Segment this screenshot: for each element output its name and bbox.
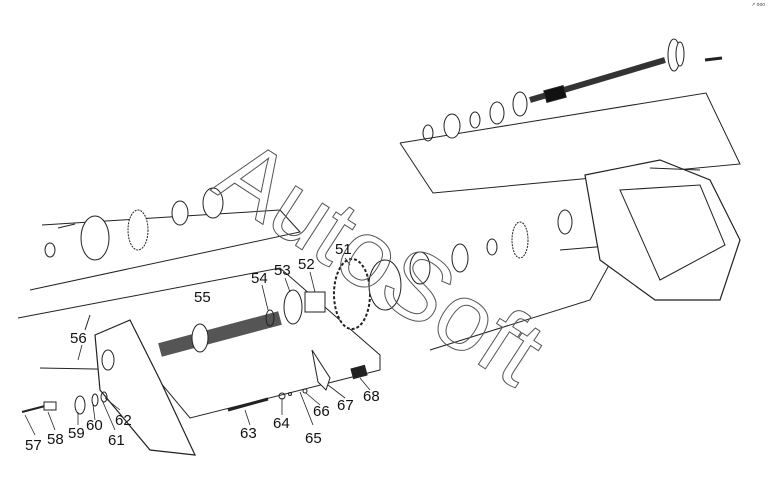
ring-54 <box>265 309 275 327</box>
upper-group-outline <box>399 92 741 194</box>
callout-58: 58 <box>47 431 64 448</box>
corner-mark: ↗ ooo <box>751 2 765 8</box>
bearing-53 <box>283 289 303 325</box>
callout-51: 51 <box>335 241 352 258</box>
transfer-case-housing <box>584 159 741 301</box>
callout-56: 56 <box>70 330 87 347</box>
housing-link-line <box>429 244 621 351</box>
cover-housing <box>94 319 196 456</box>
callout-53: 53 <box>274 262 291 279</box>
callout-66: 66 <box>313 403 330 420</box>
callout-65: 65 <box>305 430 322 447</box>
callout-67: 67 <box>337 397 354 414</box>
gear-51 <box>333 258 402 330</box>
left-gear-group <box>44 187 224 261</box>
callout-52: 52 <box>298 256 315 273</box>
small-parts <box>21 314 368 415</box>
callout-55: 55 <box>194 289 211 306</box>
callout-60: 60 <box>86 417 103 434</box>
callout-62: 62 <box>115 412 132 429</box>
callout-64: 64 <box>273 415 290 432</box>
callout-54: 54 <box>251 270 268 287</box>
left-group-outline <box>29 209 301 291</box>
callout-68: 68 <box>363 388 380 405</box>
callout-leaders <box>24 257 371 436</box>
upper-bearings <box>422 91 528 142</box>
main-shaft-55 <box>158 311 282 357</box>
callout-63: 63 <box>240 425 257 442</box>
right-gear-group <box>409 209 573 285</box>
sleeve-52 <box>304 291 326 313</box>
callout-59: 59 <box>68 425 85 442</box>
callout-57: 57 <box>25 437 42 454</box>
output-shaft <box>529 38 723 103</box>
callout-61: 61 <box>108 432 125 449</box>
